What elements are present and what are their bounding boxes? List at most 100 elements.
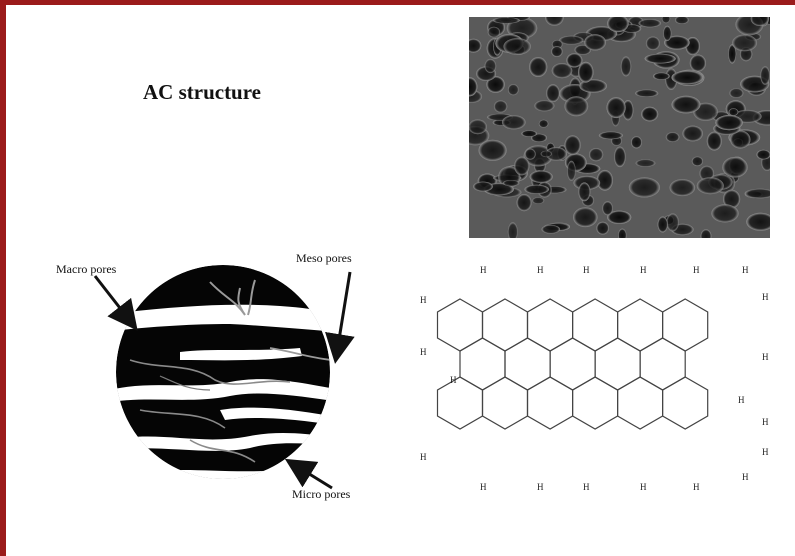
hydrogen-atom: H bbox=[693, 482, 700, 492]
sem-pore bbox=[746, 212, 770, 231]
sem-pore bbox=[566, 53, 583, 68]
sem-pore bbox=[492, 17, 520, 24]
hydrogen-atom: H bbox=[420, 452, 427, 462]
hydrogen-atom: H bbox=[450, 375, 457, 385]
carbon-ring bbox=[639, 337, 686, 391]
sem-pore bbox=[529, 57, 548, 77]
sem-pore bbox=[641, 106, 659, 122]
sem-pore bbox=[578, 182, 591, 202]
sem-pore bbox=[638, 19, 662, 28]
hydrogen-atom: H bbox=[762, 352, 769, 362]
sem-pore bbox=[551, 39, 563, 49]
sem-pore bbox=[653, 72, 670, 80]
hydrogen-atom: H bbox=[762, 292, 769, 302]
sem-pore bbox=[469, 77, 478, 97]
sem-pore bbox=[728, 108, 739, 116]
sem-pore bbox=[700, 229, 712, 238]
sem-micrograph-icon bbox=[469, 17, 770, 238]
sem-pore bbox=[711, 204, 739, 223]
sem-pore bbox=[559, 35, 584, 45]
sem-pore bbox=[618, 228, 627, 238]
hydrogen-atom: H bbox=[420, 347, 427, 357]
hydrogen-atom: H bbox=[742, 265, 749, 275]
sem-pore bbox=[524, 148, 536, 160]
hydrogen-atom: H bbox=[762, 447, 769, 457]
sem-pore bbox=[546, 84, 560, 103]
sem-pore bbox=[631, 136, 642, 149]
sem-pore bbox=[596, 169, 613, 191]
sem-pore bbox=[689, 54, 706, 72]
sem-pore bbox=[675, 17, 689, 24]
sem-pore bbox=[469, 119, 487, 135]
sem-pore bbox=[682, 125, 703, 142]
carbon-ring bbox=[594, 337, 641, 391]
sem-pore bbox=[723, 189, 741, 209]
sem-pore bbox=[620, 56, 632, 77]
sem-pore bbox=[534, 100, 555, 112]
sem-pore bbox=[696, 177, 724, 195]
sem-pore bbox=[750, 17, 769, 26]
sem-pore bbox=[531, 133, 547, 143]
carbon-ring bbox=[436, 298, 484, 352]
carbon-ring bbox=[549, 337, 596, 391]
sem-pore bbox=[760, 66, 770, 85]
sem-pore bbox=[589, 148, 604, 162]
carbon-ring bbox=[617, 376, 664, 430]
hydrogen-atom: H bbox=[583, 482, 590, 492]
sem-pore bbox=[524, 184, 549, 194]
sem-pore bbox=[756, 149, 770, 160]
carbon-ring bbox=[662, 376, 709, 430]
sem-pore bbox=[573, 207, 598, 228]
sem-pore bbox=[635, 89, 659, 98]
sem-pore bbox=[671, 70, 704, 85]
sem-pore bbox=[728, 44, 737, 64]
sem-pore bbox=[661, 17, 671, 24]
sem-pore bbox=[501, 115, 526, 130]
hydrogen-atom: H bbox=[762, 417, 769, 427]
macro-pores-label: Macro pores bbox=[56, 262, 117, 276]
sem-pore bbox=[614, 146, 626, 168]
sem-pore bbox=[715, 115, 743, 131]
sem-pore bbox=[584, 34, 606, 51]
carbon-ring bbox=[526, 376, 574, 430]
carbon-ring bbox=[572, 298, 619, 352]
sem-pore bbox=[521, 130, 537, 137]
sem-pore bbox=[529, 170, 553, 183]
sem-pore bbox=[567, 160, 576, 181]
sem-pore bbox=[487, 26, 501, 38]
carbon-ring bbox=[526, 298, 574, 352]
sem-pore bbox=[598, 131, 623, 140]
hydrogen-atom: H bbox=[640, 265, 647, 275]
sem-pore bbox=[486, 76, 505, 93]
sem-pore bbox=[579, 79, 607, 93]
sem-pore bbox=[730, 130, 751, 149]
sem-pore bbox=[607, 17, 629, 33]
carbon-ring bbox=[481, 298, 529, 352]
porous-carbon-circle-icon bbox=[40, 240, 380, 525]
carbon-ring bbox=[436, 376, 484, 430]
carbon-ring bbox=[459, 337, 506, 391]
hydrogen-atom: H bbox=[420, 295, 427, 305]
hydrogen-atom: H bbox=[583, 265, 590, 275]
sem-pore bbox=[514, 156, 530, 176]
carbon-ring bbox=[572, 376, 619, 430]
sem-pore bbox=[722, 156, 748, 178]
sem-pore bbox=[503, 38, 531, 55]
sem-pore bbox=[507, 84, 519, 96]
sem-pore bbox=[551, 63, 573, 79]
carbon-ring bbox=[504, 337, 551, 391]
hydrogen-atom: H bbox=[537, 482, 544, 492]
sem-pore bbox=[671, 95, 701, 114]
sem-pore bbox=[729, 88, 744, 98]
hydrogen-atom: H bbox=[693, 265, 700, 275]
sem-pore bbox=[564, 135, 581, 155]
sem-pore bbox=[469, 38, 482, 53]
sem-pore bbox=[540, 150, 552, 158]
sem-pore bbox=[691, 156, 703, 167]
sem-pore bbox=[669, 179, 696, 197]
hydrogen-atom: H bbox=[738, 395, 745, 405]
sem-pore bbox=[666, 213, 679, 232]
sem-pore bbox=[645, 36, 660, 51]
carbon-ring bbox=[617, 298, 664, 352]
